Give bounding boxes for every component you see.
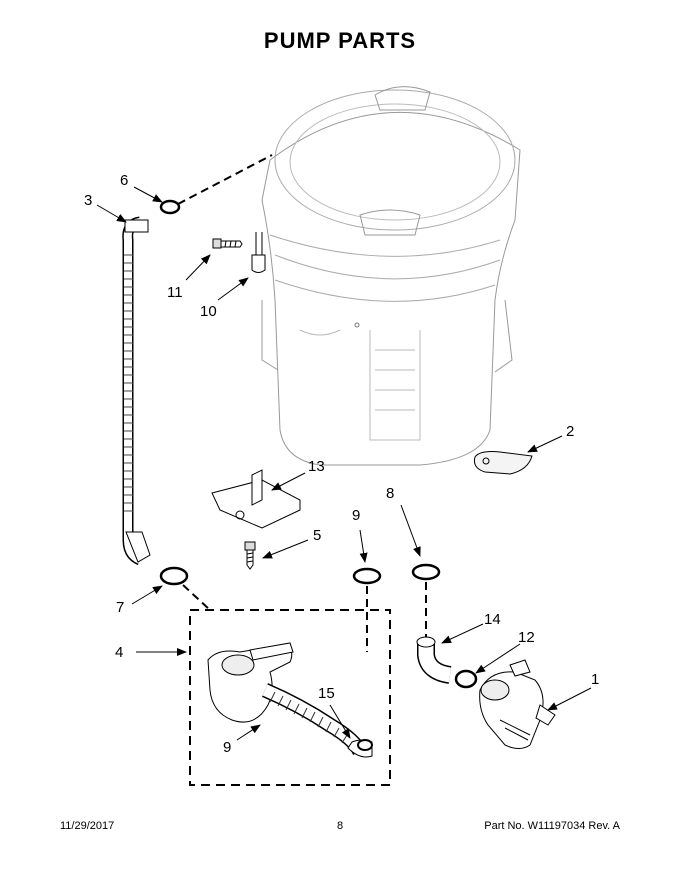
footer-date: 11/29/2017 bbox=[60, 820, 115, 832]
page-title: PUMP PARTS bbox=[263, 28, 417, 53]
part-2-pad bbox=[474, 451, 533, 475]
part-8-clamp bbox=[411, 563, 441, 581]
part-13-bracket bbox=[211, 469, 301, 529]
part-11-screw bbox=[212, 238, 243, 249]
part-4-assembly-box bbox=[189, 609, 391, 786]
part-12-ring bbox=[454, 669, 478, 689]
assembly-line-7 bbox=[182, 584, 211, 611]
callout-leaders bbox=[96, 186, 592, 741]
part-4-pump-assembly bbox=[207, 642, 373, 758]
part-6-clamp bbox=[159, 199, 181, 215]
part-9-clamp-upper bbox=[352, 567, 382, 585]
callout-1: 1 bbox=[591, 671, 599, 688]
part-10-clip bbox=[251, 232, 266, 273]
callout-11: 11 bbox=[167, 284, 183, 301]
footer-page-number: 8 bbox=[336, 820, 344, 832]
callout-4: 4 bbox=[115, 644, 123, 661]
callout-5: 5 bbox=[313, 527, 321, 544]
callout-8: 8 bbox=[386, 485, 394, 502]
callout-7: 7 bbox=[116, 599, 124, 616]
part-3-drain-hose bbox=[122, 216, 151, 566]
part-5-screw bbox=[244, 541, 256, 570]
part-7-clamp bbox=[159, 566, 189, 586]
callout-9-upper: 9 bbox=[352, 507, 360, 524]
assembly-line-6 bbox=[177, 154, 273, 205]
tub-illustration bbox=[261, 86, 521, 466]
callout-9-lower: 9 bbox=[223, 739, 231, 756]
part-1-pump bbox=[479, 659, 556, 749]
callout-14: 14 bbox=[484, 611, 501, 628]
callout-12: 12 bbox=[518, 629, 535, 646]
part-14-hose bbox=[416, 636, 452, 684]
callout-2: 2 bbox=[566, 423, 574, 440]
callout-13: 13 bbox=[308, 458, 325, 475]
footer-part-number: Part No. W11197034 Rev. A bbox=[484, 820, 620, 832]
callout-10: 10 bbox=[200, 303, 217, 320]
callout-6: 6 bbox=[120, 172, 128, 189]
callout-3: 3 bbox=[84, 192, 92, 209]
callout-15: 15 bbox=[318, 685, 335, 702]
